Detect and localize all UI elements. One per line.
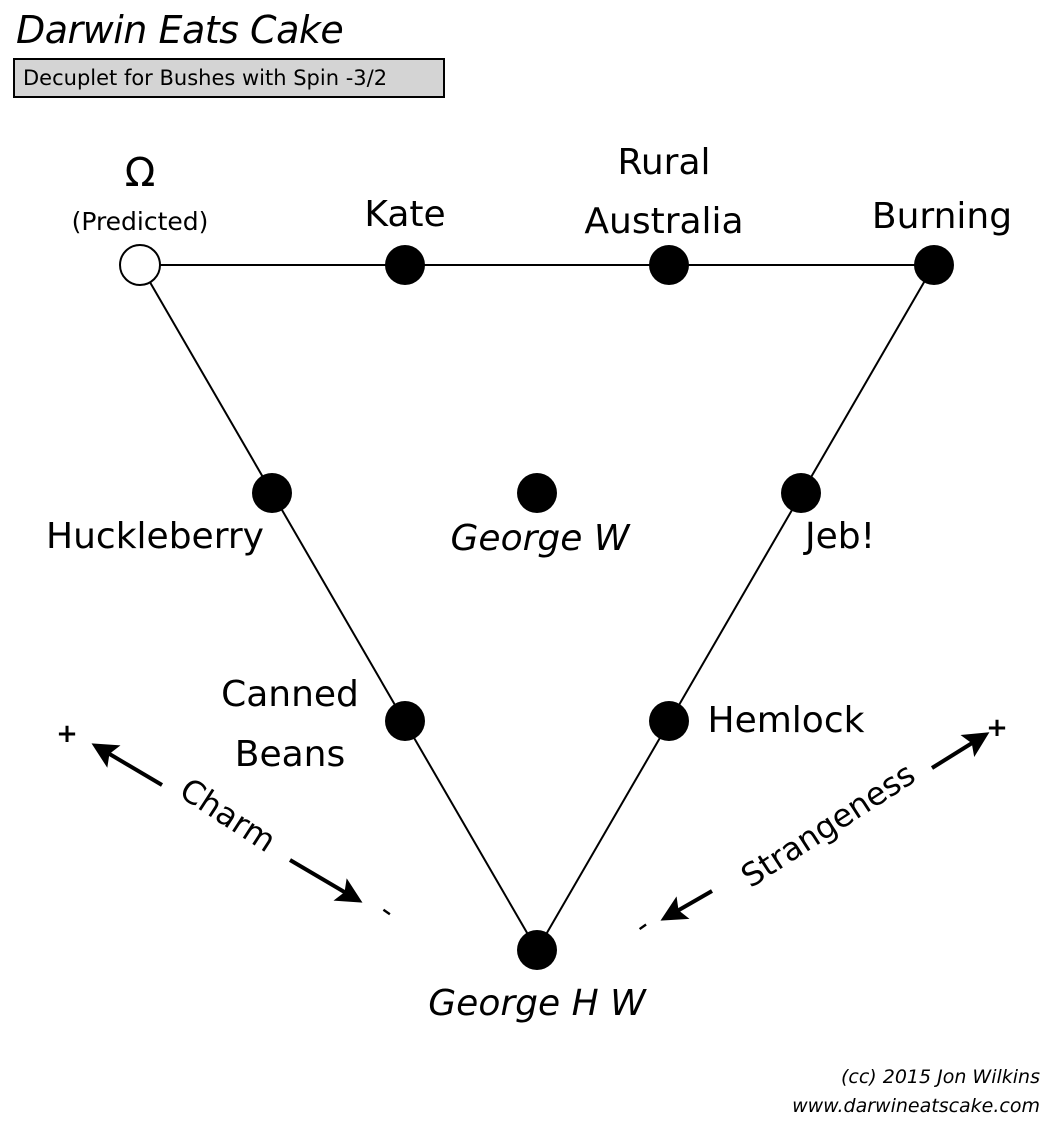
label-australia: Australia bbox=[584, 201, 743, 242]
charm-plus: + bbox=[56, 719, 78, 749]
label-hemlock: Hemlock bbox=[708, 700, 865, 741]
label-george-hw: George H W bbox=[428, 983, 647, 1024]
charm-arrow-plus bbox=[91, 743, 164, 787]
node-george-w bbox=[517, 473, 557, 513]
label-jeb: Jeb! bbox=[803, 516, 875, 557]
label-omega: Ω bbox=[125, 150, 156, 196]
edge-left bbox=[139, 264, 538, 951]
label-kate: Kate bbox=[364, 194, 445, 235]
strangeness-arrow-minus bbox=[660, 889, 713, 921]
label-george-w: George W bbox=[451, 518, 631, 559]
node-kate bbox=[385, 245, 425, 285]
charm-arrow-minus bbox=[288, 858, 363, 903]
charm-minus: - bbox=[373, 894, 402, 929]
copyright-text: (cc) 2015 Jon Wilkins bbox=[841, 1066, 1040, 1088]
node-burning bbox=[914, 245, 954, 285]
comic-title: Darwin Eats Cake bbox=[16, 8, 344, 52]
strangeness-label: Strangeness bbox=[734, 755, 922, 895]
comic-subtitle: Decuplet for Bushes with Spin -3/2 bbox=[13, 58, 445, 98]
label-canned: Canned bbox=[221, 674, 359, 715]
label-predicted: (Predicted) bbox=[72, 207, 209, 236]
node-hemlock bbox=[649, 701, 689, 741]
charm-label: Charm bbox=[173, 770, 283, 860]
strangeness-arrow-plus bbox=[930, 732, 990, 770]
edge-right bbox=[536, 264, 935, 951]
website-link[interactable]: www.darwineatscake.com bbox=[792, 1095, 1040, 1117]
node-jeb bbox=[781, 473, 821, 513]
label-rural: Rural bbox=[617, 142, 710, 183]
node-omega bbox=[119, 244, 161, 286]
strangeness-plus: + bbox=[986, 713, 1008, 743]
label-beans: Beans bbox=[235, 734, 345, 775]
node-rural-australia bbox=[649, 245, 689, 285]
node-canned-beans bbox=[385, 701, 425, 741]
node-huckleberry bbox=[252, 473, 292, 513]
strangeness-minus: - bbox=[628, 908, 657, 943]
label-huckleberry: Huckleberry bbox=[46, 516, 264, 557]
label-burning: Burning bbox=[872, 196, 1012, 237]
node-george-hw bbox=[517, 930, 557, 970]
